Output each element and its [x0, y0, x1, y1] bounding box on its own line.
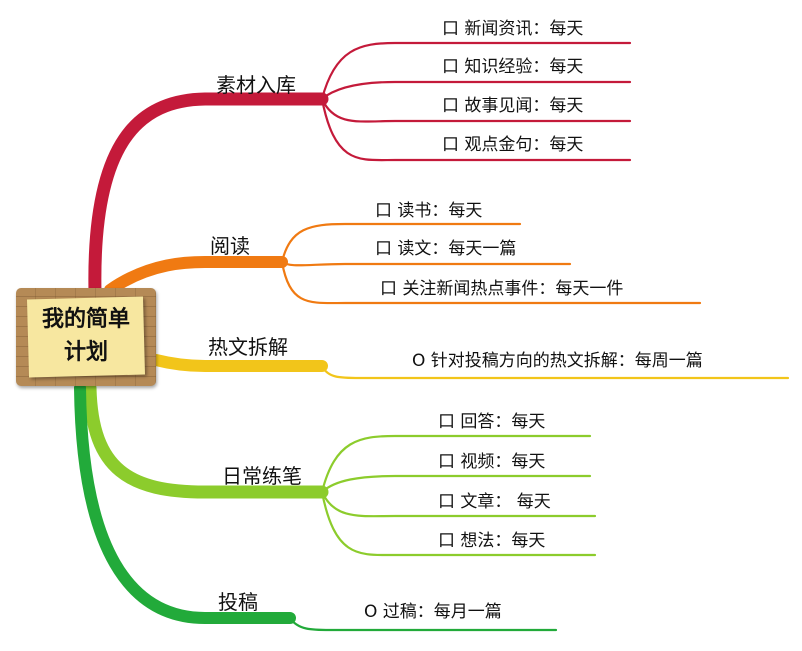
- leaf-practice-articles: 口 文章： 每天: [438, 494, 551, 511]
- trunk-reading: [110, 262, 282, 290]
- leaf-materials-news: 口 新闻资讯：每天: [442, 21, 583, 38]
- branch-label-submission: 投稿: [218, 592, 258, 612]
- branch-label-daily-practice: 日常练笔: [222, 466, 302, 486]
- leaf-submission-monthly: O 过稿：每月一篇: [364, 604, 502, 621]
- leaf-materials-knowledge: 口 知识经验：每天: [442, 59, 583, 76]
- leaf-reading-books: 口 读书：每天: [375, 203, 482, 220]
- leaf-hot-articles-weekly: O 针对投稿方向的热文拆解：每周一篇: [412, 353, 703, 370]
- leaf-line-daily-practice-1: [322, 476, 590, 492]
- leaf-materials-stories: 口 故事见闻：每天: [442, 98, 583, 115]
- leaf-practice-videos: 口 视频：每天: [438, 454, 545, 471]
- branch-label-materials: 素材入库: [216, 75, 296, 95]
- leaf-line-reading-1: [282, 262, 570, 265]
- trunk-hot-articles: [156, 360, 322, 366]
- leaf-materials-quotes: 口 观点金句：每天: [442, 137, 583, 154]
- root-label-line2: 计划: [30, 336, 142, 369]
- leaf-reading-hot-news: 口 关注新闻热点事件：每天一件: [380, 281, 623, 298]
- root-label-line1: 我的简单: [30, 303, 142, 336]
- leaf-practice-answers: 口 回答：每天: [438, 414, 545, 431]
- root-node-label: 我的简单 计划: [30, 303, 142, 369]
- leaf-reading-articles: 口 读文：每天一篇: [375, 241, 516, 258]
- leaf-practice-thoughts: 口 想法：每天: [438, 533, 545, 550]
- branch-label-hot-articles: 热文拆解: [208, 337, 288, 357]
- trunk-submission: [80, 388, 290, 618]
- branch-label-reading: 阅读: [210, 236, 250, 256]
